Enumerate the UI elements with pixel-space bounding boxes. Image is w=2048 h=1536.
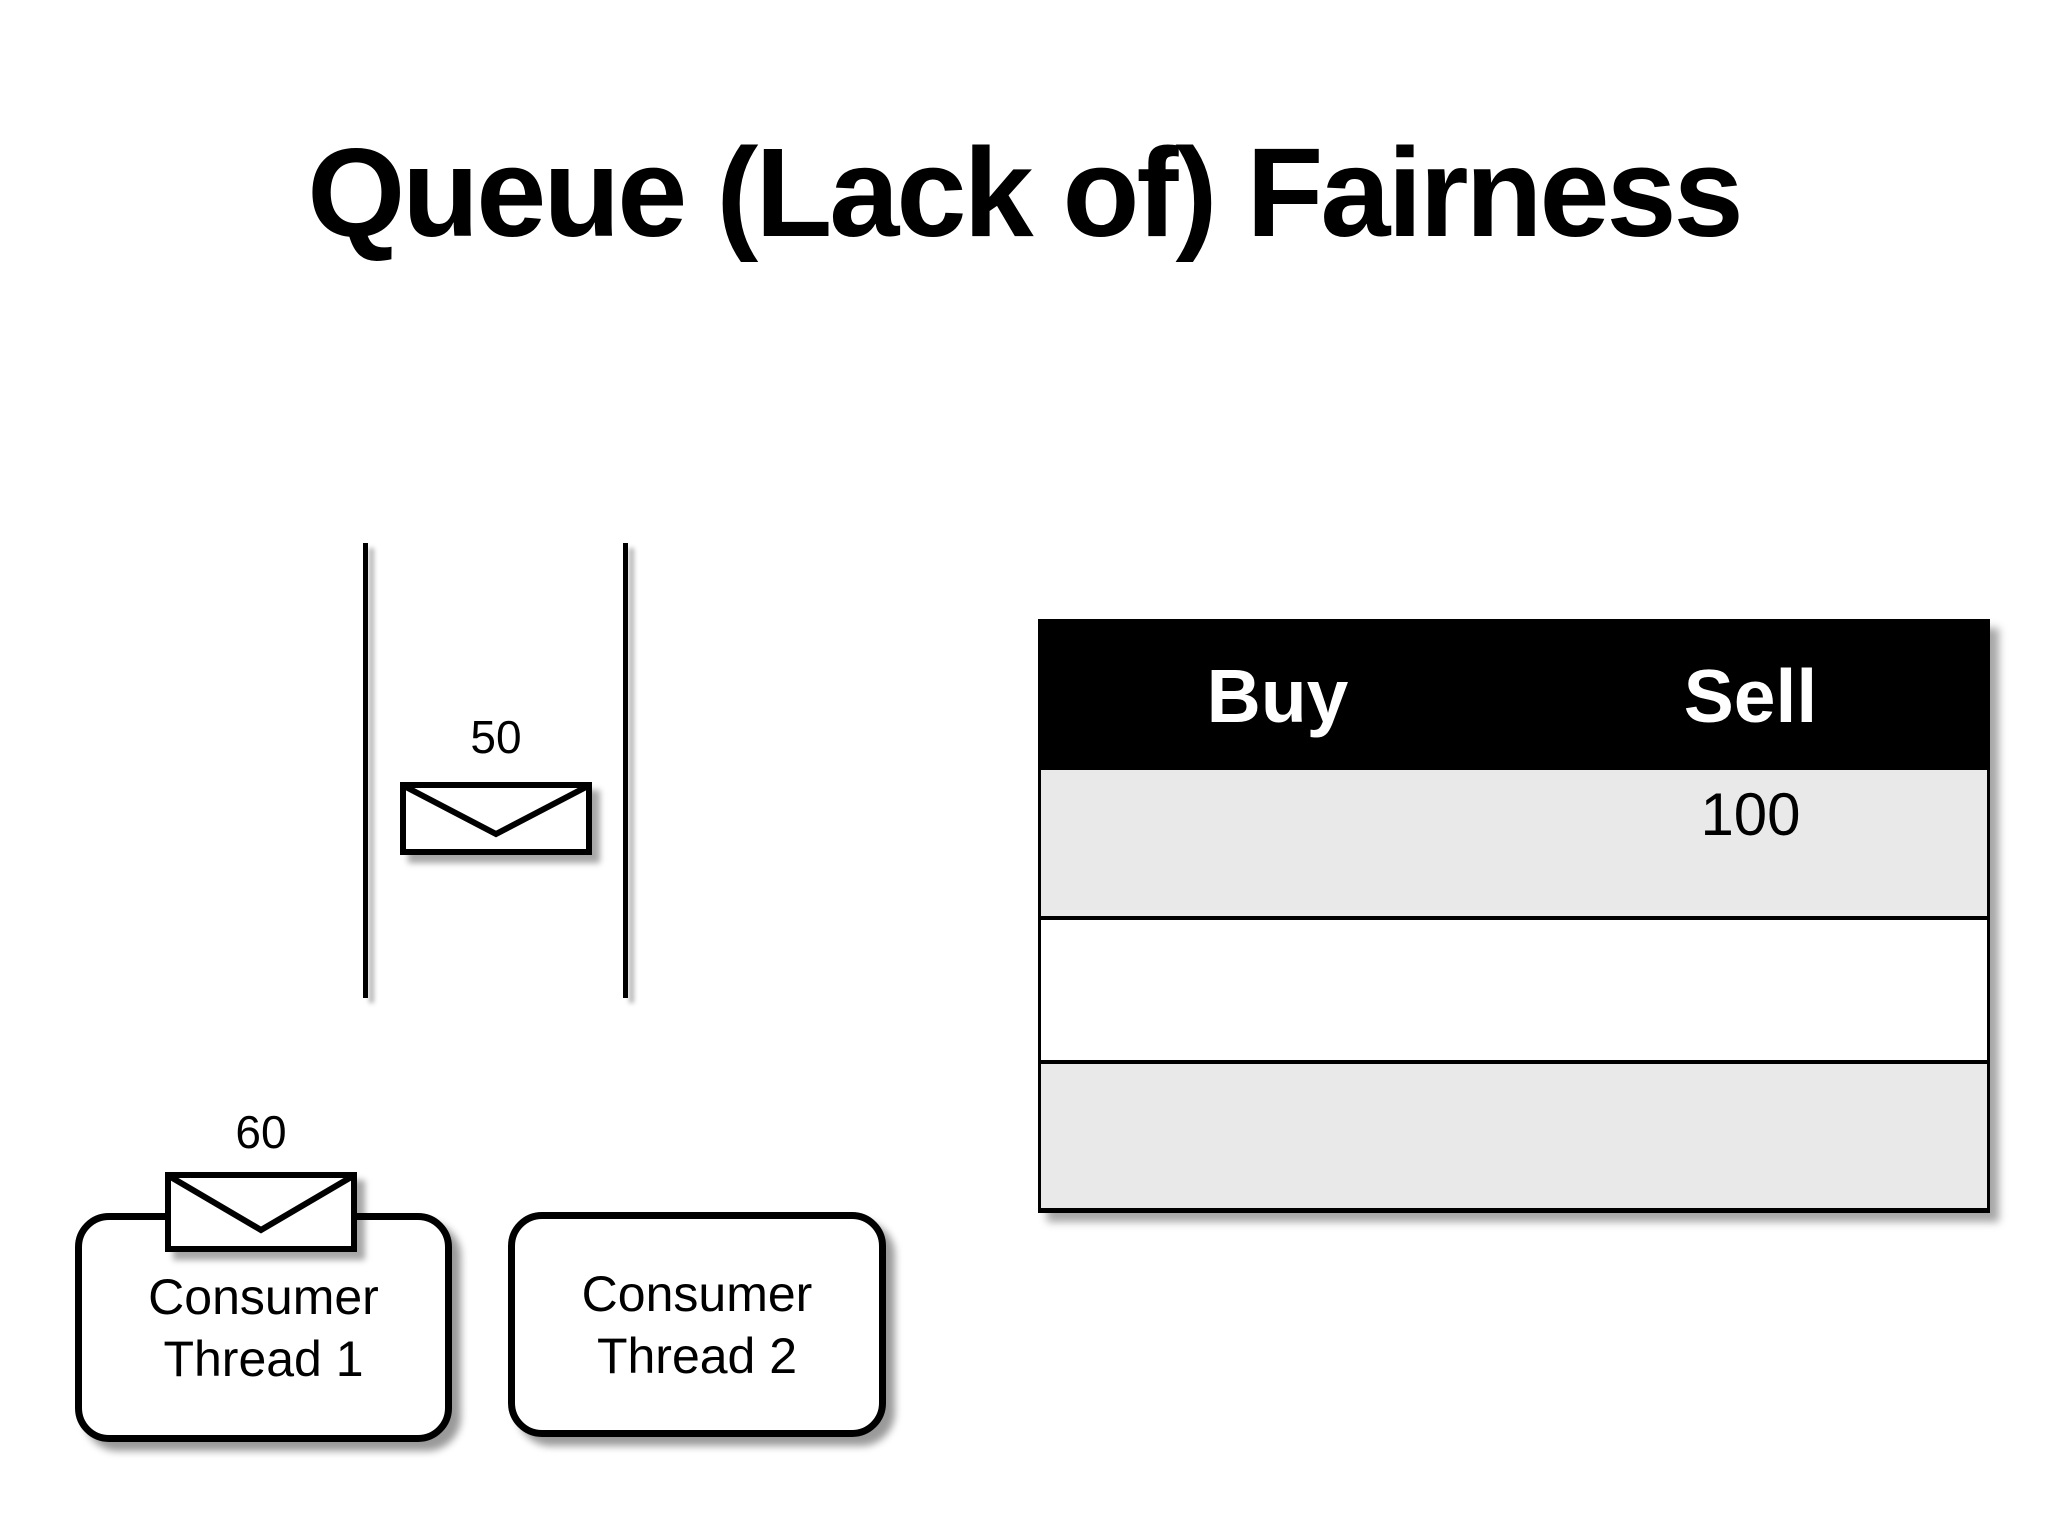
consumer-thread-2-box: Consumer Thread 2 bbox=[508, 1212, 886, 1437]
table-row bbox=[1041, 916, 1987, 1060]
consumer1-message-count: 60 bbox=[235, 1106, 287, 1158]
table-cell-sell bbox=[1514, 920, 1987, 1060]
consumer-thread-1-label-line1: Consumer bbox=[148, 1268, 379, 1325]
queue-message-count: 50 bbox=[470, 711, 522, 763]
table-cell-buy bbox=[1041, 1064, 1514, 1208]
queue-message bbox=[400, 782, 592, 855]
consumer-thread-2-label-line1: Consumer bbox=[581, 1265, 813, 1322]
order-book-table: Buy Sell 100 bbox=[1038, 619, 1990, 1213]
table-row: 100 bbox=[1041, 770, 1987, 916]
table-header-buy: Buy bbox=[1206, 654, 1349, 738]
table-row bbox=[1041, 1060, 1987, 1208]
table-header-row: Buy Sell bbox=[1041, 622, 1987, 770]
table-cell-sell: 100 bbox=[1700, 781, 1801, 848]
queue-left-wall bbox=[363, 543, 368, 998]
consumer-thread-1-label-line2: Thread 1 bbox=[163, 1330, 364, 1387]
queue-right-wall bbox=[623, 543, 628, 998]
table-cell-sell bbox=[1514, 1064, 1987, 1208]
consumer1-message bbox=[165, 1172, 357, 1252]
envelope-icon bbox=[400, 782, 592, 855]
page-title: Queue (Lack of) Fairness bbox=[307, 122, 1743, 263]
table-cell-buy bbox=[1041, 920, 1514, 1060]
envelope-icon bbox=[165, 1172, 357, 1252]
table-header-sell: Sell bbox=[1683, 654, 1818, 738]
table-cell-buy bbox=[1041, 770, 1514, 916]
consumer-thread-2-label-line2: Thread 2 bbox=[596, 1327, 798, 1384]
